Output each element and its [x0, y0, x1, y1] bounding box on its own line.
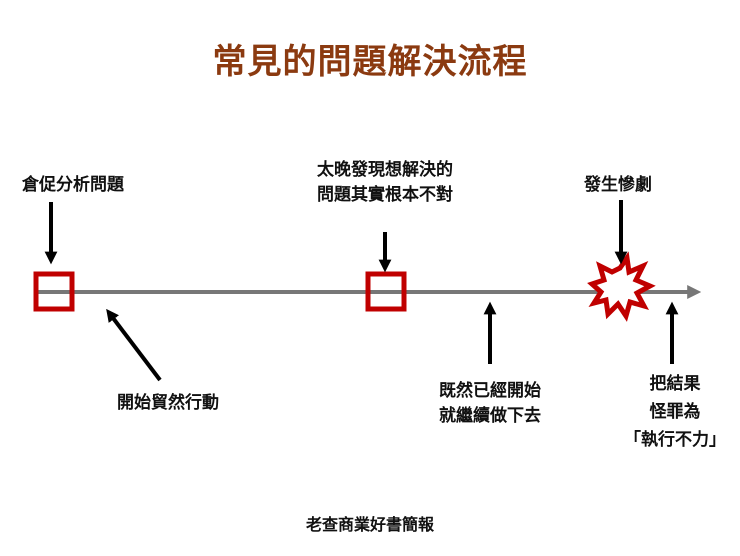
explosion-icon	[587, 251, 656, 322]
label-line: 「執行不力」	[624, 430, 726, 450]
label-rash-action: 開始貿然行動	[117, 393, 219, 413]
footer-credit: 老查商業好書簡報	[305, 515, 434, 534]
label-disaster: 發生慘劇	[584, 175, 652, 195]
label-line: 就繼續做下去	[439, 406, 541, 426]
label-line: 把結果	[649, 374, 701, 394]
label-hasty-analysis: 倉促分析問題	[22, 175, 124, 195]
label-line: 太晚發現想解決的	[317, 160, 453, 180]
label-keep-going: 既然已經開始 就繼續做下去	[420, 379, 560, 429]
label-line: 怪罪為	[649, 402, 701, 422]
start-marker	[33, 271, 75, 312]
page-title: 常見的問題解決流程	[212, 42, 528, 82]
label-late-discovery: 太晚發現想解決的 問題其實根本不對	[270, 158, 500, 208]
label-line: 既然已經開始	[439, 381, 541, 401]
label-blame: 把結果 怪罪為 「執行不力」	[615, 370, 735, 454]
arrow-diagonal-rash	[106, 308, 162, 382]
discovery-marker	[365, 271, 407, 312]
label-line: 問題其實根本不對	[317, 185, 453, 205]
